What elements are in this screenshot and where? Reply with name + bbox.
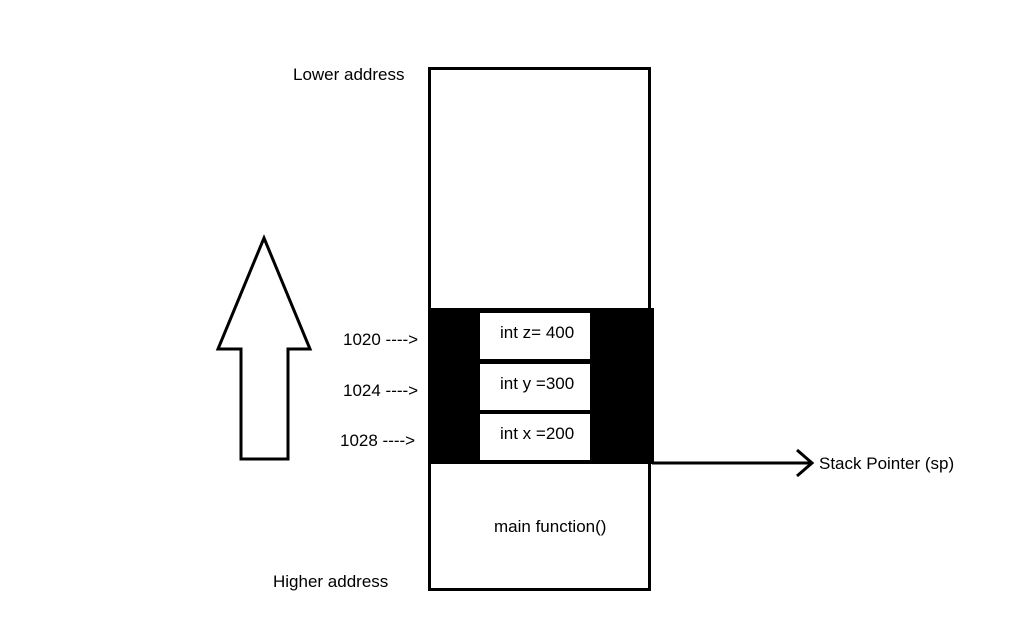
stack-slot-z: int z= 400 [480, 313, 590, 359]
stack-slot-x: int x =200 [480, 414, 590, 460]
higher-address-label: Higher address [273, 572, 389, 591]
address-label-1020: 1020 ----> [343, 330, 419, 349]
stack-pointer-arrow-head [796, 448, 815, 478]
growth-direction-arrow [215, 234, 313, 461]
stack-slot-y: int y =300 [480, 364, 590, 410]
address-label-1024: 1024 ----> [343, 381, 419, 400]
main-function-label: main function() [494, 517, 607, 536]
lower-address-label: Lower address [293, 65, 405, 84]
address-label-1028: 1028 ----> [340, 431, 416, 450]
stack-pointer-label: Stack Pointer (sp) [819, 454, 955, 473]
